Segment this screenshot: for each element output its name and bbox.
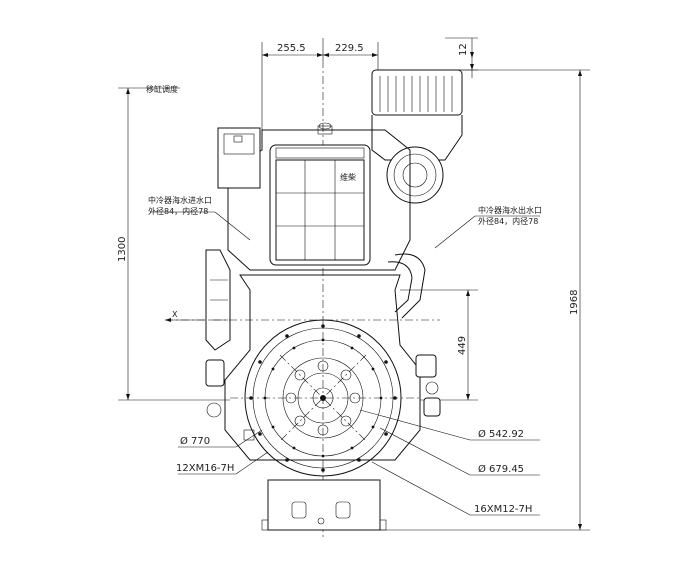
label-cylinder-top: 移缸调度 <box>146 84 178 94</box>
leader-lines <box>150 211 540 516</box>
label-inlet-dims: 外径84，内径78 <box>148 206 208 216</box>
label-nameplate: 维柴 <box>340 172 356 182</box>
dim-height-left: 1300 <box>117 237 128 262</box>
dim-thread-12: 12XM16-7H <box>176 463 234 474</box>
labels: 255.5 229.5 12 1968 1300 449 Ø 770 12XM1… <box>117 43 580 515</box>
label-outlet-dims: 外径84，内径78 <box>478 216 538 226</box>
dim-thread-16: 16XM12-7H <box>474 504 532 515</box>
dim-top-right: 229.5 <box>335 43 364 54</box>
label-inlet-title: 中冷器海水进水口 <box>148 195 212 205</box>
engine-body <box>205 69 463 531</box>
flywheel-housing <box>244 319 402 477</box>
dim-top-small: 12 <box>458 43 469 56</box>
dim-height-mid: 449 <box>457 336 468 355</box>
dim-dia-542: Ø 542.92 <box>478 428 524 440</box>
dim-dia-770: Ø 770 <box>180 435 210 447</box>
dim-height-total: 1968 <box>569 290 580 315</box>
label-outlet-title: 中冷器海水出水口 <box>478 205 542 215</box>
dim-dia-679: Ø 679.45 <box>478 463 524 475</box>
dim-top-left: 255.5 <box>277 43 306 54</box>
label-axis-x: X <box>172 310 178 319</box>
